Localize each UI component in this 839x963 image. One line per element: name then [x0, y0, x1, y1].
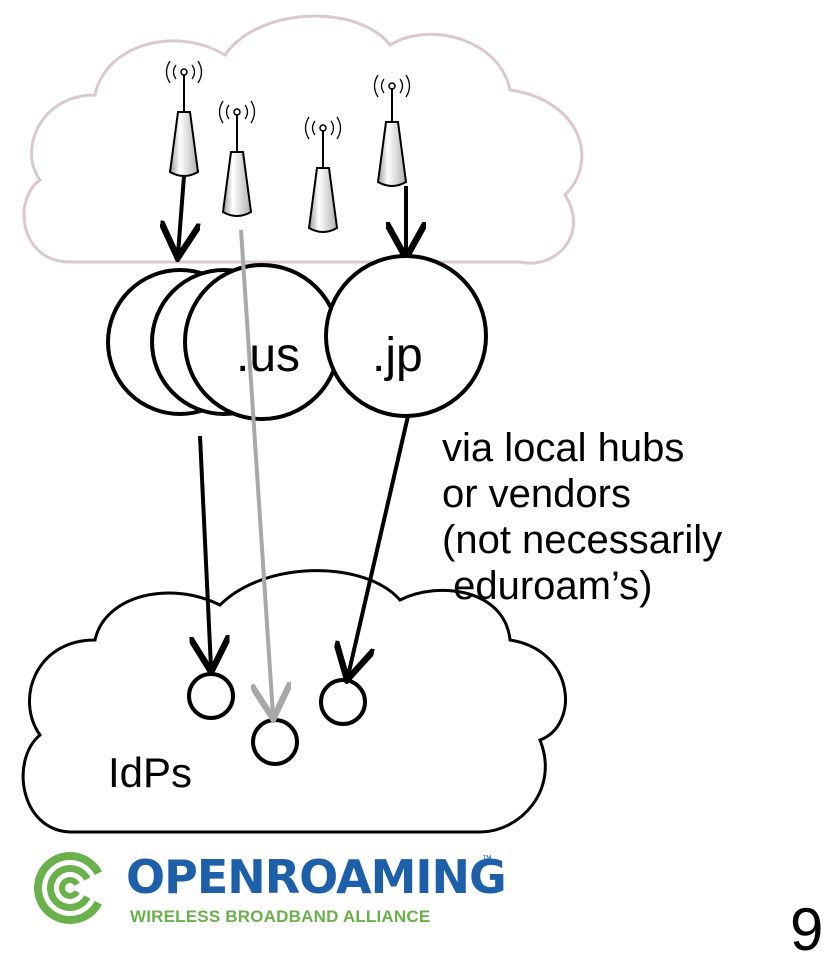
idp-cloud [21, 569, 567, 834]
page-number: 9 [790, 896, 824, 963]
routing-note-line: or vendors [442, 472, 631, 516]
idp-circle-2 [251, 718, 299, 766]
arrow-hub-to-idp1 [200, 435, 211, 668]
access-point-2 [218, 100, 256, 217]
arrow-jp-to-idp3 [348, 415, 410, 676]
hub-label-us: .us [236, 329, 301, 382]
routing-note-line: (not necessarily [442, 518, 723, 562]
routing-note-line: via local hubs [442, 426, 685, 470]
access-point-1 [165, 60, 203, 177]
routing-note: via local hubs or vendors (not necessari… [442, 425, 722, 609]
logo-trademark: ™ [482, 854, 492, 865]
access-point-4 [373, 74, 411, 187]
routing-note-line: eduroam’s) [442, 564, 653, 608]
openroaming-signal-icon [34, 852, 120, 924]
logo-wordmark: OPENROAMING [126, 850, 507, 904]
access-point-3 [304, 116, 342, 233]
logo-tagline: WIRELESS BROADBAND ALLIANCE [130, 907, 431, 926]
diagram-canvas [21, 14, 584, 834]
diagram: .us .jp via local hubs or vendors (not n… [21, 14, 823, 960]
idp-circle-3 [319, 678, 367, 726]
idps-label: IdPs [108, 749, 193, 796]
openroaming-logo: OPENROAMING ™ WIRELESS BROADBAND ALLIANC… [30, 848, 507, 929]
access-cloud [22, 14, 584, 265]
idp-circle-1 [187, 672, 235, 720]
hub-label-jp: .jp [372, 329, 423, 382]
arrow-ap1-to-hub [178, 175, 184, 254]
arrow-ap2-direct-to-idp2 [239, 229, 273, 715]
